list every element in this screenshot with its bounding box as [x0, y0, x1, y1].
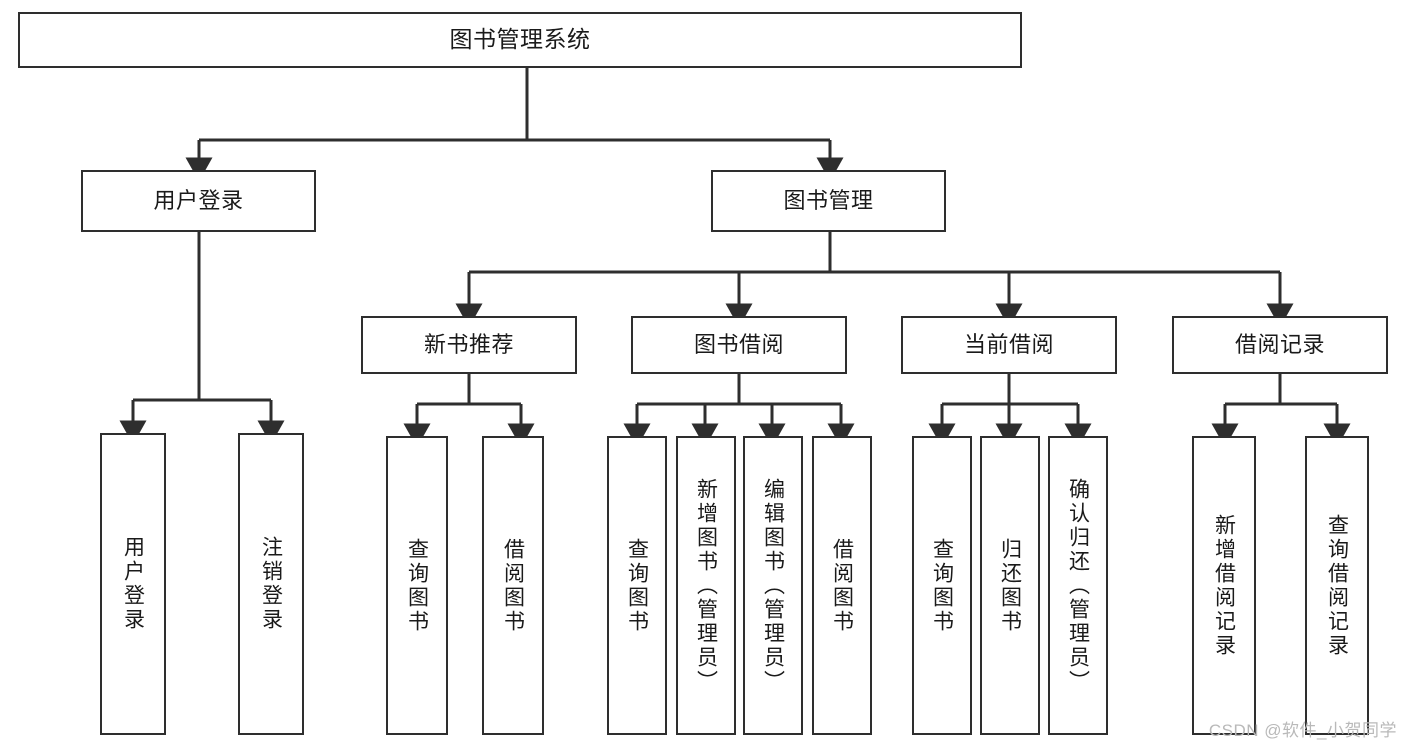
leaf-user-login-logout[interactable]: 注销登录	[238, 433, 304, 735]
leaf-label: 注销登录	[259, 536, 283, 632]
leaf-label: 归还图书	[998, 537, 1022, 634]
leaf-label: 查询图书	[930, 537, 954, 634]
node-new-book-recommend[interactable]: 新书推荐	[361, 316, 577, 374]
watermark-text: CSDN @软件_小贺同学	[1208, 721, 1397, 740]
leaf-book-borrow-borrow[interactable]: 借阅图书	[812, 436, 872, 735]
node-book-borrow[interactable]: 图书借阅	[631, 316, 847, 374]
leaf-new-book-query[interactable]: 查询图书	[386, 436, 448, 735]
leaf-label: 借阅图书	[830, 537, 854, 634]
node-user-login[interactable]: 用户登录	[81, 170, 316, 232]
leaf-borrow-record-add[interactable]: 新增借阅记录	[1192, 436, 1256, 735]
leaf-label: 新增借阅记录	[1212, 513, 1236, 658]
leaf-label: 新增图书（管理员）	[694, 477, 718, 694]
leaf-current-borrow-return[interactable]: 归还图书	[980, 436, 1040, 735]
node-book-management[interactable]: 图书管理	[711, 170, 946, 232]
leaf-label: 查询图书	[405, 537, 429, 634]
leaf-label: 确认归还（管理员）	[1066, 477, 1090, 694]
leaf-label: 查询借阅记录	[1325, 513, 1349, 658]
leaf-current-borrow-confirm[interactable]: 确认归还（管理员）	[1048, 436, 1108, 735]
leaf-book-borrow-edit[interactable]: 编辑图书（管理员）	[743, 436, 803, 735]
node-borrow-record[interactable]: 借阅记录	[1172, 316, 1388, 374]
leaf-borrow-record-query[interactable]: 查询借阅记录	[1305, 436, 1369, 735]
leaf-book-borrow-query[interactable]: 查询图书	[607, 436, 667, 735]
leaf-label: 查询图书	[625, 537, 649, 634]
leaf-label: 借阅图书	[501, 537, 525, 634]
leaf-label: 编辑图书（管理员）	[761, 477, 785, 694]
node-root-system[interactable]: 图书管理系统	[18, 12, 1022, 68]
leaf-new-book-borrow[interactable]: 借阅图书	[482, 436, 544, 735]
leaf-user-login-login[interactable]: 用户登录	[100, 433, 166, 735]
node-current-borrow[interactable]: 当前借阅	[901, 316, 1117, 374]
leaf-current-borrow-query[interactable]: 查询图书	[912, 436, 972, 735]
leaf-label: 用户登录	[121, 536, 145, 632]
leaf-book-borrow-add[interactable]: 新增图书（管理员）	[676, 436, 736, 735]
